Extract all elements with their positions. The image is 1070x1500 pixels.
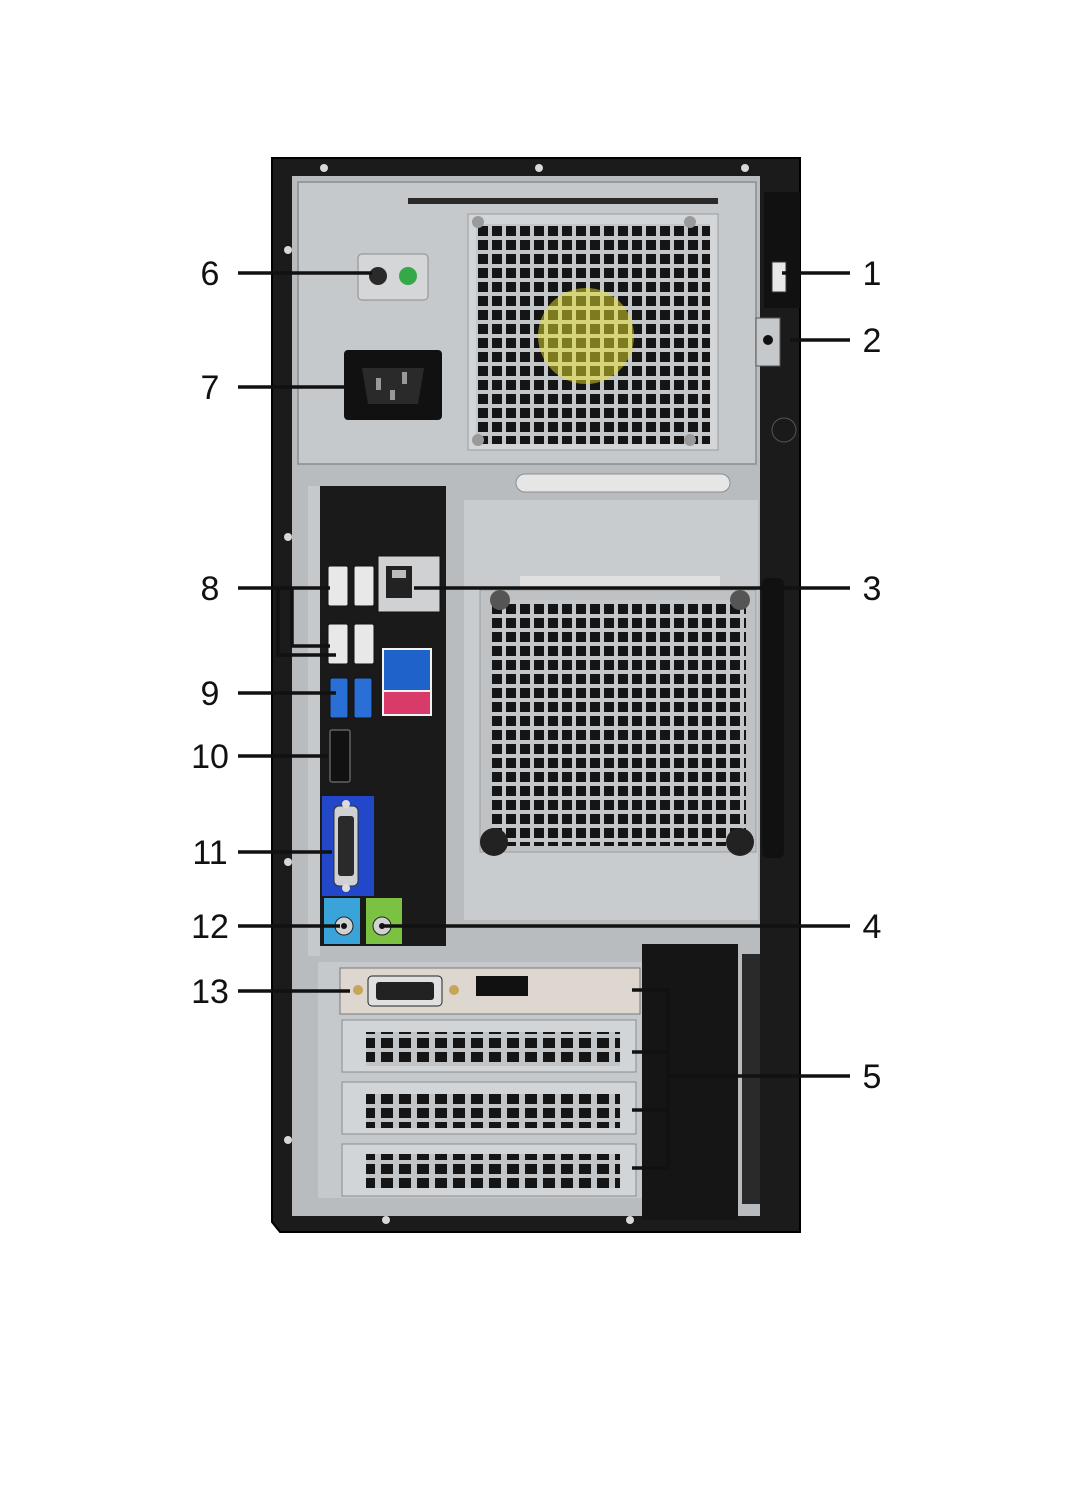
callout-12: 12	[191, 908, 229, 946]
power-supply	[297, 181, 757, 465]
line-in-connector[interactable]	[324, 898, 360, 944]
windows-sticker	[382, 648, 432, 716]
callout-7: 7	[201, 369, 220, 407]
chassis-fan-vent	[492, 600, 746, 846]
chassis-fan	[464, 500, 758, 920]
expansion-slots	[318, 944, 760, 1220]
card-retention-lever[interactable]	[762, 578, 784, 858]
callout-1: 1	[863, 255, 882, 293]
displayport-connector[interactable]	[329, 729, 351, 783]
callout-5: 5	[863, 1058, 882, 1096]
callout-leaders	[238, 271, 850, 1170]
frame-screws	[284, 164, 749, 1224]
callout-13: 13	[191, 973, 229, 1011]
card-displayport-connector[interactable]	[476, 976, 528, 996]
usb2-port[interactable]	[327, 565, 349, 607]
vga-connector[interactable]	[322, 796, 374, 896]
dvi-connector[interactable]	[353, 975, 459, 1007]
usb2-port[interactable]	[353, 565, 375, 607]
windows-logo-icon	[384, 650, 430, 690]
callout-3: 3	[863, 570, 882, 608]
line-out-connector[interactable]	[366, 898, 402, 944]
callout-labels: 1 2 3 4 5 6 7 8 9 10 11 12 13	[191, 255, 881, 1096]
usb2-ports	[327, 565, 375, 665]
callout-2: 2	[863, 322, 882, 360]
callout-6: 6	[201, 255, 220, 293]
psu-test-button-icon	[369, 267, 387, 285]
callout-11: 11	[192, 834, 227, 872]
power-connector[interactable]	[344, 350, 442, 420]
padlock-ring[interactable]	[764, 192, 800, 308]
usb2-port[interactable]	[327, 623, 349, 665]
psu-self-test-button[interactable]	[357, 253, 429, 301]
usb3-port[interactable]	[329, 677, 349, 719]
psu-led-icon	[399, 267, 417, 285]
callout-8: 8	[201, 570, 220, 608]
cover-release-latch[interactable]	[771, 417, 797, 443]
usb3-port[interactable]	[353, 677, 373, 719]
callout-9: 9	[201, 675, 220, 713]
security-cable-slot[interactable]	[755, 317, 781, 367]
callout-10: 10	[191, 738, 229, 776]
graphics-card	[339, 967, 641, 1015]
usb3-ports	[329, 677, 373, 719]
callout-4: 4	[863, 908, 882, 946]
service-label	[515, 473, 731, 493]
usb2-port[interactable]	[353, 623, 375, 665]
network-connector[interactable]	[377, 555, 441, 613]
